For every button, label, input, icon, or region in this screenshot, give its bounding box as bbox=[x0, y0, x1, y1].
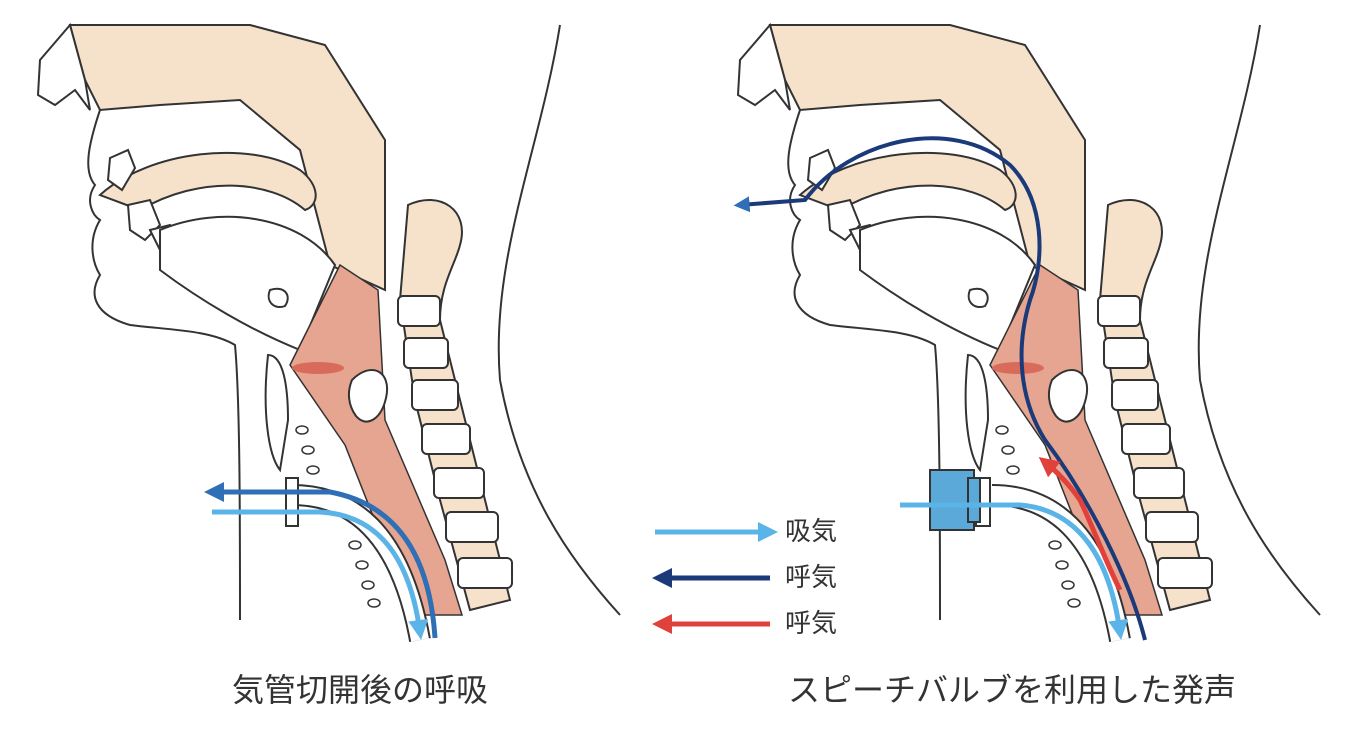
exhale-red-arrow bbox=[1038, 457, 1123, 592]
right-panel-caption: スピーチバルブを利用した発声 bbox=[788, 671, 1237, 709]
legend-label-exhale-red: 呼気 bbox=[785, 609, 838, 639]
left-panel-illustration bbox=[37, 24, 621, 642]
inhale-arrow bbox=[900, 502, 1129, 640]
legend bbox=[652, 522, 778, 634]
right-panel-illustration bbox=[733, 24, 1321, 642]
inhale-arrow bbox=[212, 509, 429, 640]
legend-label-inhale: 吸気 bbox=[785, 517, 838, 547]
speech-valve bbox=[929, 469, 975, 531]
exhale-arrow bbox=[204, 482, 438, 639]
tube-flange bbox=[285, 477, 299, 527]
exhale-upper-airway-arrow bbox=[733, 136, 1147, 641]
legend-label-exhale: 呼気 bbox=[785, 563, 838, 593]
left-panel-caption: 気管切開後の呼吸 bbox=[232, 671, 489, 709]
